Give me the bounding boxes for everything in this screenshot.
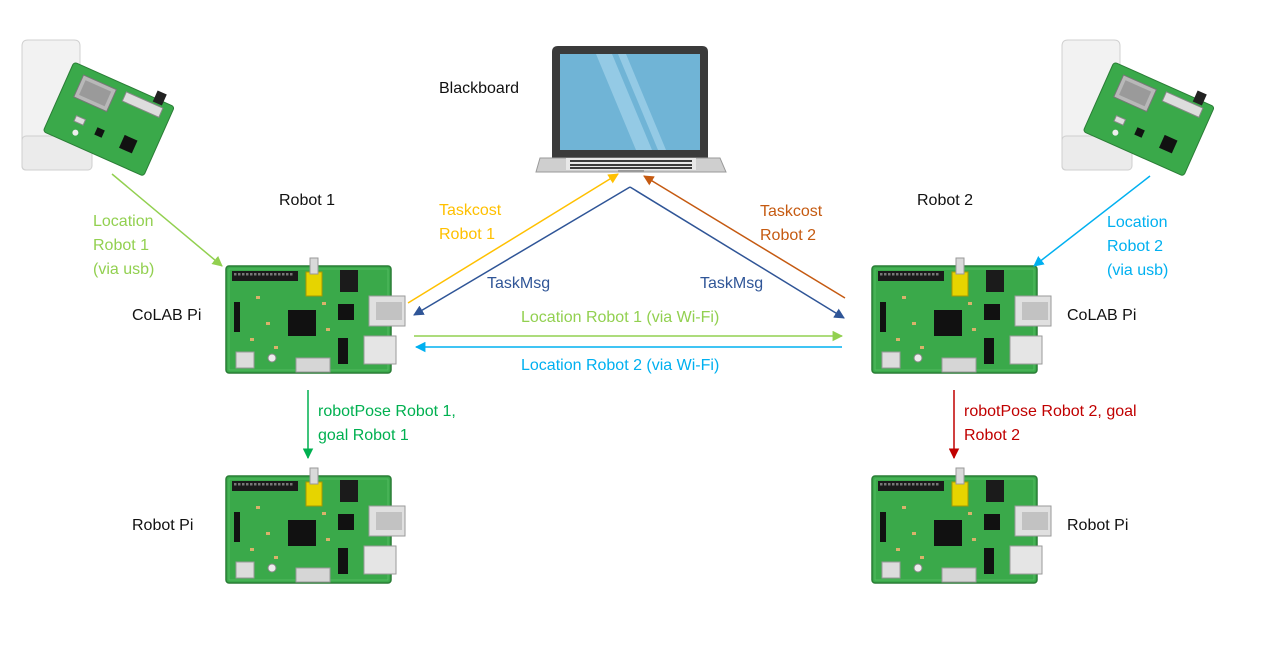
arrow-location-robot1-usb (111, 173, 223, 267)
raspberry-pi-board-icon (871, 257, 1052, 374)
robot2-label: Robot 2 (917, 192, 974, 209)
raspberry-pi-board-icon (225, 467, 406, 584)
arrow-location-robot2-usb (1033, 175, 1151, 267)
location-robot2-wifi-label: Location Robot 2 (via Wi-Fi) (521, 357, 720, 374)
colab-pi-left-label: CoLAB Pi (132, 307, 202, 324)
taskcost-robot1-label: Taskcost Robot 1 (439, 202, 502, 243)
colab-pi-right-label: CoLAB Pi (1067, 307, 1137, 324)
taskmsg-right-label: TaskMsg (700, 275, 764, 292)
location-robot1-wifi-label: Location Robot 1 (via Wi-Fi) (521, 309, 720, 326)
blackboard-label: Blackboard (439, 80, 520, 97)
uwb-tag-icon (1061, 39, 1219, 177)
robotpose-robot2-label: robotPose Robot 2, goal Robot 2 (964, 403, 1137, 444)
taskcost-robot2-label: Taskcost Robot 2 (760, 203, 823, 244)
arrow-taskmsg-right (629, 186, 845, 319)
robot-pi-right-label: Robot Pi (1067, 517, 1129, 534)
arrow-taskmsg-left (413, 186, 631, 316)
location-robot1-usb-label: Location Robot 1 (via usb) (93, 213, 155, 278)
raspberry-pi-board-icon (871, 467, 1052, 584)
uwb-tag-icon (21, 39, 179, 177)
robotpose-robot1-label: robotPose Robot 1, goal Robot 1 (318, 403, 456, 444)
robot1-label: Robot 1 (279, 192, 336, 209)
taskmsg-left-label: TaskMsg (487, 275, 551, 292)
raspberry-pi-board-icon (225, 257, 406, 374)
robot-pi-left-label: Robot Pi (132, 517, 194, 534)
arrow-taskcost-robot2 (643, 175, 846, 299)
laptop-icon (535, 45, 727, 173)
location-robot2-usb-label: Location Robot 2 (via usb) (1107, 214, 1169, 279)
arrow-taskcost-robot1 (407, 173, 619, 304)
